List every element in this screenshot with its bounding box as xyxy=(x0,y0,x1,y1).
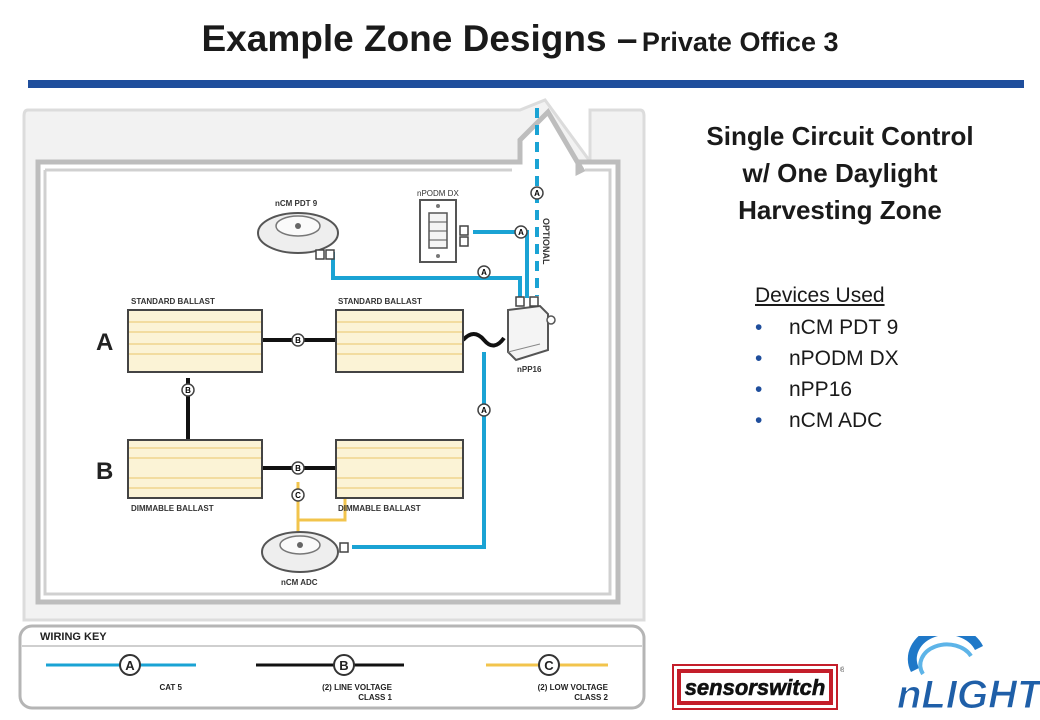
marker-b-2: B xyxy=(181,383,195,397)
npp16-label: nPP16 xyxy=(517,365,542,374)
devices-used-list: Devices Used •nCM PDT 9 •nPODM DX •nPP16… xyxy=(755,284,899,436)
key-cat5: A CAT 5 xyxy=(46,654,196,692)
title-sub: Private Office 3 xyxy=(641,27,839,57)
marker-b-3: B xyxy=(291,461,305,475)
key-low-voltage-class: CLASS 2 xyxy=(574,693,608,702)
bullet-icon: • xyxy=(755,409,763,432)
label-dimmable-ballast-right: DIMMABLE BALLAST xyxy=(338,504,421,513)
fixture-a-standard-right xyxy=(335,309,464,373)
marker-a-4: A xyxy=(477,403,491,417)
bullet-icon: • xyxy=(755,378,763,401)
bullet-icon: • xyxy=(755,316,763,339)
wiring-key: WIRING KEY A CAT 5 B (2) LINE VOLTAGE CL… xyxy=(18,624,646,710)
svg-text:B: B xyxy=(295,464,301,473)
npodm-dx-switch xyxy=(419,199,469,263)
npodm-dx-label: nPODM DX xyxy=(417,189,459,198)
title-divider xyxy=(28,80,1024,88)
ncm-adc-label: nCM ADC xyxy=(281,578,318,587)
ncm-pdt9-sensor xyxy=(257,212,339,260)
svg-text:A: A xyxy=(534,189,540,198)
fixture-b-dimmable-left xyxy=(127,439,263,499)
heading-line-2: w/ One Daylight xyxy=(742,158,938,188)
svg-text:A: A xyxy=(481,406,487,415)
key-low-voltage: C (2) LOW VOLTAGE CLASS 2 xyxy=(486,654,609,702)
marker-c-1: C xyxy=(291,488,305,502)
marker-b-1: B xyxy=(291,333,305,347)
wire-markers: A A A A B B B C xyxy=(181,186,544,502)
fixture-b-dimmable-right xyxy=(335,439,464,499)
svg-text:nLIGHT: nLIGHT xyxy=(897,673,1040,714)
npp16-power-pack xyxy=(507,296,556,362)
key-cat5-label: CAT 5 xyxy=(159,683,182,692)
zone-b-label: B xyxy=(96,458,113,485)
label-standard-ballast-left: STANDARD BALLAST xyxy=(131,297,215,306)
label-standard-ballast-right: STANDARD BALLAST xyxy=(338,297,422,306)
ncm-pdt9-label: nCM PDT 9 xyxy=(275,199,318,208)
marker-a-3: A xyxy=(477,265,491,279)
key-line-voltage: B (2) LINE VOLTAGE CLASS 1 xyxy=(256,654,404,702)
svg-text:A: A xyxy=(518,228,524,237)
devices-title: Devices Used xyxy=(755,284,885,307)
svg-text:B: B xyxy=(185,386,191,395)
heading-line-3: Harvesting Zone xyxy=(738,195,942,225)
ncm-adc-sensor xyxy=(261,531,349,573)
device-item: •nCM ADC xyxy=(755,405,899,436)
device-item: •nCM PDT 9 xyxy=(755,312,899,343)
key-line-voltage-label: (2) LINE VOLTAGE xyxy=(322,683,393,692)
svg-text:C: C xyxy=(295,491,301,500)
marker-a-1: A xyxy=(530,186,544,200)
title-main: Example Zone Designs – xyxy=(201,18,638,59)
optional-label: OPTIONAL xyxy=(541,218,551,265)
svg-text:sensorswitch: sensorswitch xyxy=(685,675,826,700)
zone-a-label: A xyxy=(96,329,113,356)
svg-text:A: A xyxy=(125,658,135,673)
svg-text:®: ® xyxy=(840,666,844,674)
svg-text:A: A xyxy=(481,268,487,277)
sensorswitch-logo: sensorswitch ® xyxy=(672,664,844,710)
label-dimmable-ballast-left: DIMMABLE BALLAST xyxy=(131,504,214,513)
page-title: Example Zone Designs – Private Office 3 xyxy=(0,18,1040,60)
room-inner-wall xyxy=(35,107,621,605)
device-item: •nPP16 xyxy=(755,374,899,405)
marker-a-2: A xyxy=(514,225,528,239)
key-line-voltage-class: CLASS 1 xyxy=(358,693,392,702)
heading-line-1: Single Circuit Control xyxy=(706,121,974,151)
svg-text:B: B xyxy=(339,658,348,673)
device-item: •nPODM DX xyxy=(755,343,899,374)
svg-text:B: B xyxy=(295,336,301,345)
fixture-a-standard-left xyxy=(127,309,263,373)
nlight-logo: nLIGHT xyxy=(897,636,1040,714)
zone-heading: Single Circuit Control w/ One Daylight H… xyxy=(655,118,1025,229)
wiring-key-title: WIRING KEY xyxy=(40,631,107,643)
key-low-voltage-label: (2) LOW VOLTAGE xyxy=(538,683,609,692)
bullet-icon: • xyxy=(755,347,763,370)
svg-text:C: C xyxy=(544,658,554,673)
